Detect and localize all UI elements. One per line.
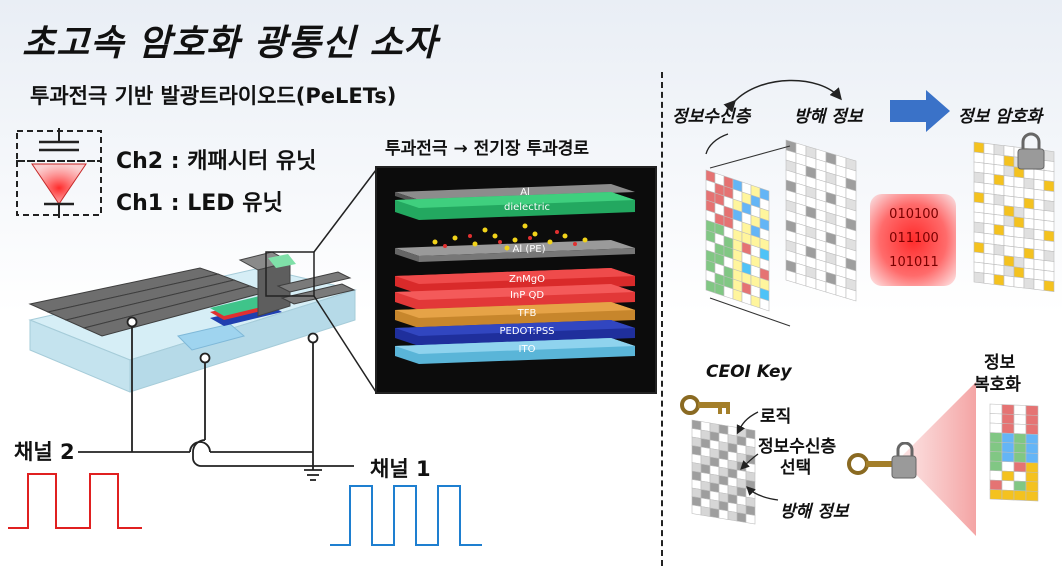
select-label: 선택 bbox=[780, 458, 812, 478]
inset-title: 투과전극 → 전기장 투과경로 bbox=[385, 139, 590, 159]
channel1-label: 채널 1 bbox=[370, 457, 431, 481]
layer-label-dielectric: dielectric bbox=[504, 202, 550, 213]
decrypt-label-1: 정보 bbox=[984, 353, 1016, 373]
binary-text: 010100 011100 101011 bbox=[889, 207, 939, 270]
key-lock-icon bbox=[847, 442, 917, 479]
grid-pair bbox=[705, 139, 857, 327]
subtitle: 투과전극 기반 발광트라이오드(PeLETs) bbox=[30, 84, 397, 108]
layer-label-al: Al bbox=[520, 187, 530, 198]
layer-label-ito: ITO bbox=[519, 344, 536, 355]
encrypt-arrow-icon bbox=[890, 90, 950, 132]
layer-label-inp-qd: InP QD bbox=[510, 290, 544, 301]
logic-label: 로직 bbox=[760, 407, 792, 427]
page-title: 초고속 암호화 광통신 소자 bbox=[22, 23, 438, 64]
channel1-signal bbox=[330, 485, 482, 546]
layer-label-al-pe: Al (PE) bbox=[513, 244, 546, 255]
jamming-label: 방해 정보 bbox=[794, 107, 863, 127]
label-arrows bbox=[736, 411, 779, 501]
section-divider bbox=[661, 72, 663, 566]
key-icon bbox=[680, 395, 730, 415]
lower-arrows bbox=[705, 133, 729, 155]
key-grid bbox=[691, 419, 756, 525]
key-title: CEOI Key bbox=[706, 362, 792, 382]
svg-text:011100: 011100 bbox=[889, 231, 939, 246]
lock-icon bbox=[1017, 132, 1045, 170]
layer-label-tfb: TFB bbox=[517, 308, 537, 319]
legend-ch1: Ch1 : LED 유닛 bbox=[116, 191, 283, 216]
legend-ch2: Ch2 : 캐패시터 유닛 bbox=[116, 149, 317, 174]
channel2-signal bbox=[8, 473, 142, 529]
layer-label-pedot: PEDOT:PSS bbox=[499, 326, 554, 337]
info-grid bbox=[705, 169, 770, 312]
layer-stack-inset: Al dielectric Al (PE) ZnMgO InP QD TFB P… bbox=[375, 166, 657, 394]
cycle-arrows bbox=[723, 79, 842, 112]
info-select-label: 정보수신층 bbox=[758, 437, 837, 457]
decrypt-light-cone bbox=[900, 382, 976, 536]
device-3d-illustration bbox=[28, 251, 357, 393]
svg-text:010100: 010100 bbox=[889, 207, 939, 222]
jamming-grid bbox=[785, 139, 857, 302]
jamming2-label: 방해 정보 bbox=[780, 502, 849, 522]
channel2-label: 채널 2 bbox=[14, 440, 75, 464]
svg-text:101011: 101011 bbox=[889, 255, 939, 270]
decrypt-label-2: 복호화 bbox=[974, 375, 1021, 395]
layer-label-znmgo: ZnMgO bbox=[509, 274, 545, 285]
device-symbol bbox=[16, 128, 102, 218]
binary-glow bbox=[870, 194, 956, 286]
decrypted-grid bbox=[989, 403, 1039, 502]
encryption-label: 정보 암호화 bbox=[958, 107, 1043, 127]
info-layer-label: 정보수신층 bbox=[672, 107, 751, 127]
